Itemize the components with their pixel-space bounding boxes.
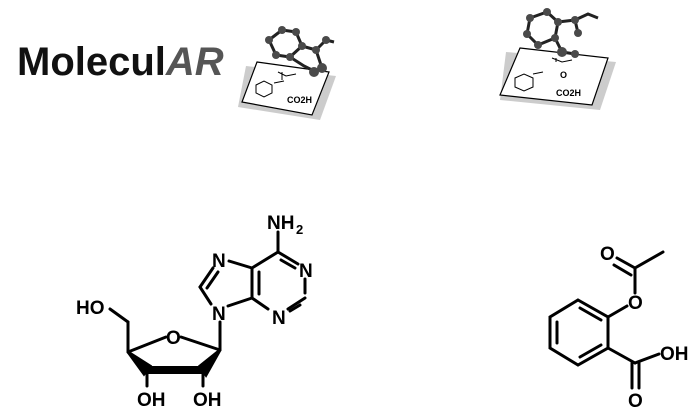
logo-card-illustration: CO2H [238, 26, 336, 120]
logo-text: Molecul [17, 40, 166, 84]
n3-label: N [272, 308, 286, 329]
n7-label: N [212, 251, 226, 272]
ho5-label: HO [76, 298, 105, 319]
card-illustration: CO2H O [499, 8, 616, 110]
ester-o-label: O [628, 293, 643, 314]
n1-label: N [299, 261, 313, 282]
card-o-label: O [560, 70, 567, 80]
nh2-label: NH [267, 213, 294, 234]
adenosine-labels: NH 2 N N N N O HO OH OH [76, 213, 313, 411]
card-label: CO2H [287, 95, 312, 105]
ring-o-label: O [166, 328, 181, 349]
aspirin-labels: O O OH O [600, 244, 689, 412]
ball-stick-model [523, 8, 599, 58]
n9-label: N [212, 304, 226, 325]
adenosine-structure [108, 230, 307, 388]
logo-text-ar: AR [165, 40, 224, 84]
nh2-subscript: 2 [296, 222, 303, 237]
logo-molecular: MoleculAR [17, 40, 224, 85]
card-label: CO2H [556, 88, 581, 98]
acid-oh-label: OH [660, 344, 689, 365]
carbonyl-o-label: O [600, 244, 615, 265]
ball-stick-model [265, 26, 335, 77]
oh3-label: OH [137, 390, 166, 411]
aspirin-structure [548, 250, 665, 390]
oh2-label: OH [193, 390, 222, 411]
acid-o-label: O [628, 391, 643, 412]
